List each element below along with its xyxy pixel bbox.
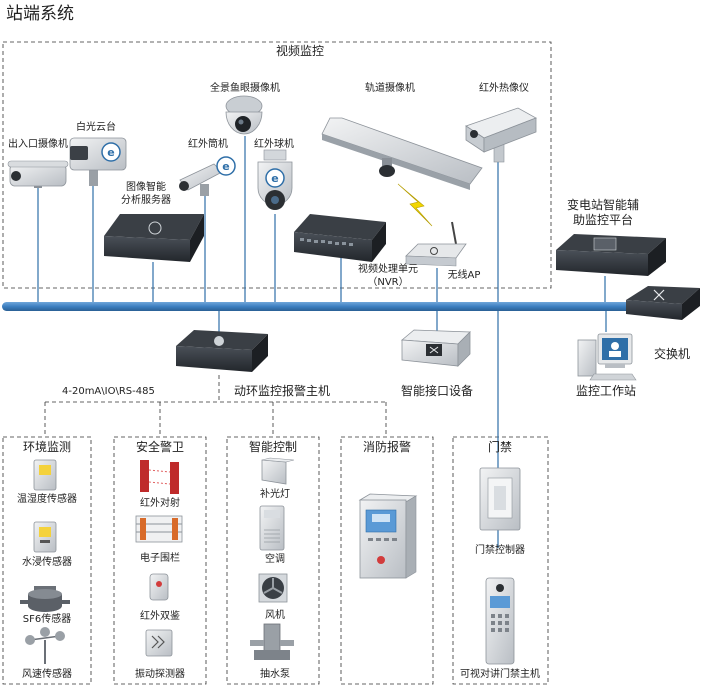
security-title: 安全警卫 [135,440,185,454]
svg-text:e: e [107,146,114,159]
ir-bullet-camera-icon: e [179,156,236,196]
ir-dome-camera-icon: e [257,149,293,210]
access-controller-icon [479,467,521,531]
white-light-ptz-icon: e [69,137,127,186]
sf6-sensor-icon [20,586,70,612]
entrance-camera-icon [7,160,69,188]
network-bus [2,302,640,311]
white-light-ptz-label: 白光云台 [76,122,116,133]
image-analysis-server-icon [104,214,204,262]
page-title: 站端系统 [6,4,74,24]
smart-interface-label: 智能接口设备 [400,384,474,398]
temp-humidity-sensor-icon [33,459,57,491]
fisheye-camera-icon [225,95,263,135]
fire-alarm-box [340,436,434,685]
smart-control-title: 智能控制 [248,440,298,454]
protocol-label: 4-20mA\IO\RS-485 [62,386,155,397]
entrance-camera-label: 出入口摄像机 [8,139,68,150]
list-item: 振动探测器 [135,669,185,680]
platform-label-2: 助监控平台 [572,213,634,227]
network-switch-icon [626,286,700,320]
list-item: 电子围栏 [140,553,180,564]
monitoring-platform-server-icon [556,234,666,276]
infrared-beam-icon [140,460,179,494]
environment-alarm-host-icon [176,330,268,372]
rail-camera-label: 轨道摄像机 [365,83,415,94]
platform-label-1: 变电站智能辅 [566,198,640,212]
list-item: 红外双鉴 [140,611,180,622]
electronic-fence-icon [135,515,183,543]
monitoring-workstation-icon [577,333,637,381]
security-box [113,436,207,685]
list-item: 风机 [265,610,285,621]
wireless-ap-icon [405,221,467,267]
video-monitoring-box [2,41,552,289]
wireless-ap-label: 无线AP [447,270,481,281]
list-item: SF6传感器 [22,614,72,625]
fire-alarm-panel-icon [358,493,418,579]
ir-bullet-label: 红外筒机 [188,139,228,150]
connection-lines [37,136,607,548]
access-control-title: 门禁 [487,440,513,454]
workstation-label: 监控工作站 [575,384,637,398]
environment-title: 环境监测 [22,440,72,454]
fisheye-camera-label: 全景鱼眼摄像机 [210,83,280,94]
nvr-icon [294,214,386,262]
list-item: 红外对射 [140,498,180,509]
image-analysis-server-label-1: 图像智能 [126,182,166,193]
water-pump-icon [250,623,294,660]
video-intercom-icon [485,577,515,665]
thermal-imager-label: 红外热像仪 [479,83,529,94]
video-monitoring-title: 视频监控 [275,44,325,58]
wind-speed-sensor-icon [25,627,65,664]
fill-light-icon [261,457,295,485]
switch-label: 交换机 [654,347,691,361]
access-control-box [452,436,549,685]
thermal-imager-icon [465,107,537,163]
nvr-label-2: （NVR） [367,277,409,288]
env-host-label: 动环监控报警主机 [234,384,331,398]
smart-interface-device-icon [400,329,471,367]
svg-text:e: e [271,172,278,185]
image-analysis-server-label-2: 分析服务器 [121,195,171,206]
air-conditioner-icon [259,505,285,551]
rail-camera-icon [321,117,483,190]
host-distribution-lines [44,375,387,437]
list-item: 补光灯 [260,489,290,500]
smart-control-box [226,436,320,685]
vibration-detector-icon [145,629,173,657]
dual-tech-detector-icon [149,573,169,601]
ir-dome-label: 红外球机 [254,139,294,150]
svg-text:e: e [222,160,229,173]
lightning-wireless-icon [397,183,433,227]
list-item: 门禁控制器 [475,545,525,556]
fan-icon [258,573,288,603]
list-item: 水浸传感器 [22,557,72,568]
water-leak-sensor-icon [33,521,57,553]
list-item: 风速传感器 [22,669,72,680]
list-item: 抽水泵 [260,669,290,680]
environment-box [2,436,92,685]
nvr-label-1: 视频处理单元 [358,264,418,275]
fire-alarm-title: 消防报警 [362,440,412,454]
list-item: 空调 [265,554,285,565]
list-item: 可视对讲门禁主机 [460,669,540,680]
list-item: 温湿度传感器 [17,494,77,505]
